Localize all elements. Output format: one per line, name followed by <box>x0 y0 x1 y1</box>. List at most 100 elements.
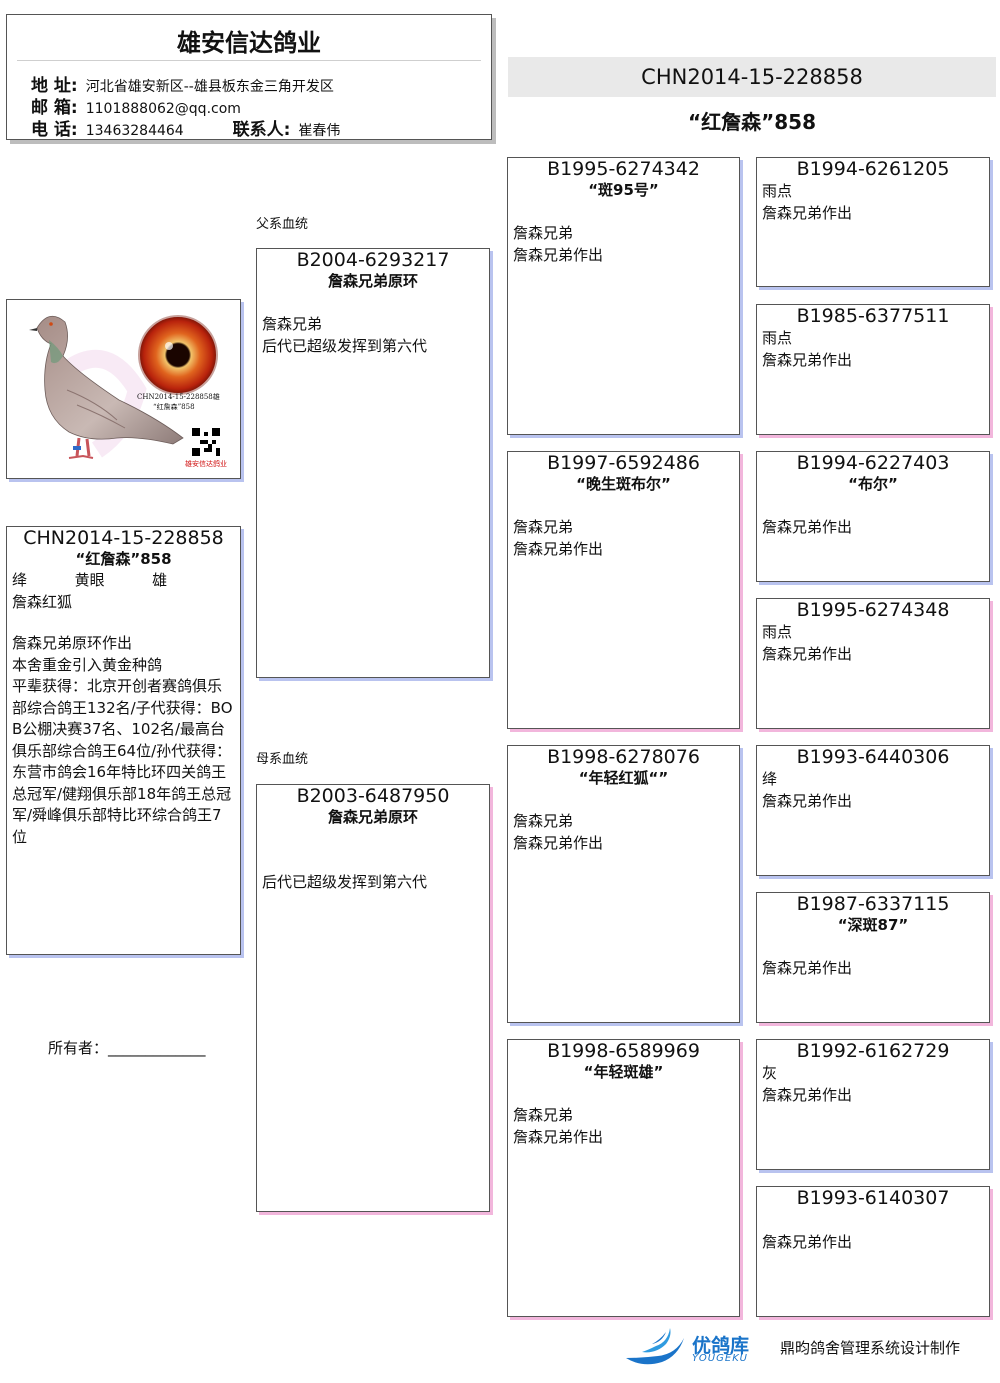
great-grandparent-line-2: 詹森兄弟作出 <box>762 351 853 369</box>
great-grandparent-line-1: 雨点 <box>762 329 793 347</box>
great-grandparent-ring: B1993-6440306 <box>796 746 950 768</box>
great-grandparent-ring: B1994-6261205 <box>796 158 950 180</box>
grandparent-name: “斑95号” <box>588 181 659 199</box>
email-label: 邮 箱: <box>31 98 78 118</box>
grandparent-name: “年轻红狐“” <box>578 769 669 787</box>
pigeon-photo: CHN2014-15-228858雄 “红詹森”858 雄安信达鸽业 <box>6 299 241 479</box>
grandparent-line-3: 詹森兄弟作出 <box>513 540 604 558</box>
great-grandparent-line-1 <box>757 935 989 957</box>
great-grandparent-card: B1992-6162729 灰 詹森兄弟作出 <box>756 1039 990 1170</box>
great-grandparent-card: B1985-6377511 雨点 詹森兄弟作出 <box>756 304 990 435</box>
grandparent-name: “年轻斑雄” <box>583 1063 664 1081</box>
footer-credit: 鼎昀鸽舍管理系统设计制作 <box>780 1339 961 1357</box>
great-grandparent-ring: B1992-6162729 <box>796 1040 950 1062</box>
grandparent-ring: B1995-6274342 <box>547 158 700 180</box>
photo-caption-name: “红詹森”858 <box>153 403 195 411</box>
dam-line-label: 母系血统 <box>256 752 309 767</box>
grandparent-card: B1998-6278076 “年轻红狐“” 詹森兄弟 詹森兄弟作出 <box>507 745 740 1023</box>
grandparent-ring: B1998-6589969 <box>547 1040 700 1062</box>
breeder-title: 雄安信达鸽业 <box>177 29 321 57</box>
phone-value: 13463284464 <box>85 123 184 139</box>
grandparent-card: B1995-6274342 “斑95号” 詹森兄弟 詹森兄弟作出 <box>507 157 740 435</box>
owner-label: 所有者： <box>48 1039 109 1057</box>
great-grandparent-line-2: 詹森兄弟作出 <box>762 518 853 536</box>
subject-name-banner: “红詹森”858 <box>687 110 817 134</box>
great-grandparent-line-2: 詹森兄弟作出 <box>762 204 853 222</box>
sire-line-3: 后代已超级发挥到第六代 <box>262 337 428 355</box>
grandparent-line-1 <box>508 200 739 222</box>
address-value: 河北省雄安新区--雄县板东金三角开发区 <box>85 79 334 95</box>
grandparent-line-3: 詹森兄弟作出 <box>513 246 604 264</box>
owner-blank: _____________ <box>108 1039 206 1057</box>
great-grandparent-card: B1987-6337115 “深斑87” 詹森兄弟作出 <box>756 892 990 1023</box>
email-row: 邮 箱: 1101888062@qq.com <box>31 93 241 118</box>
dam-line-2 <box>257 849 489 871</box>
footer-brand-en: YOUGEKU <box>692 1353 748 1364</box>
subject-sex: 雄 <box>152 571 168 589</box>
dam-ring: B2003-6487950 <box>296 785 450 807</box>
grandparent-line-2: 詹森兄弟 <box>513 224 574 242</box>
great-grandparent-line-1 <box>757 494 989 516</box>
sire-line-1 <box>257 291 489 313</box>
grandparent-line-2: 詹森兄弟 <box>513 518 574 536</box>
great-grandparent-ring: B1994-6227403 <box>796 452 950 474</box>
email-value: 1101888062@qq.com <box>85 101 241 117</box>
subject-description: 詹森兄弟原环作出 本舍重金引入黄金种鸽 平辈获得：北京开创者赛鸽俱乐部综合鸽王1… <box>12 634 233 846</box>
footer-brand-cn: 优鸽库 <box>692 1335 750 1357</box>
address-label: 地 址: <box>31 76 78 96</box>
great-grandparent-line-1: 灰 <box>762 1064 778 1082</box>
subject-ring: CHN2014-15-228858 <box>23 527 224 549</box>
contact-value: 崔春伟 <box>298 123 341 139</box>
great-grandparent-card: B1995-6274348 雨点 詹森兄弟作出 <box>756 598 990 729</box>
subject-card: CHN2014-15-228858 “红詹森”858 绛 黄眼 雄 詹森红狐 詹… <box>6 526 241 955</box>
grandparent-line-2: 詹森兄弟 <box>513 812 574 830</box>
grandparent-name: “晚生斑布尔” <box>576 475 671 493</box>
great-grandparent-line-1 <box>757 1209 989 1231</box>
great-grandparent-line-2: 詹森兄弟作出 <box>762 645 853 663</box>
grandparent-ring: B1997-6592486 <box>547 452 700 474</box>
phone-label: 电 话: <box>31 120 78 140</box>
subject-ring-banner: CHN2014-15-228858 <box>508 57 996 97</box>
phone-row: 电 话: 13463284464 联系人: 崔春伟 <box>31 115 340 140</box>
grandparent-card: B1997-6592486 “晚生斑布尔” 詹森兄弟 詹森兄弟作出 <box>507 451 740 729</box>
owner-field: 所有者：_____________ <box>48 1037 206 1058</box>
great-grandparent-ring: B1985-6377511 <box>796 305 950 327</box>
sire-line-label: 父系血统 <box>256 217 309 232</box>
pigeon-illustration <box>7 300 240 478</box>
breeder-header: 雄安信达鸽业 地 址: 河北省雄安新区--雄县板东金三角开发区 邮 箱: 11018… <box>6 14 492 140</box>
grandparent-line-1 <box>508 1082 739 1104</box>
grandparent-line-1 <box>508 494 739 516</box>
grandparent-line-3: 詹森兄弟作出 <box>513 834 604 852</box>
header-divider <box>17 60 481 61</box>
great-grandparent-line-2: 詹森兄弟作出 <box>762 1086 853 1104</box>
address-row: 地 址: 河北省雄安新区--雄县板东金三角开发区 <box>31 71 334 96</box>
sire-card: B2004-6293217 詹森兄弟原环 詹森兄弟 后代已超级发挥到第六代 <box>256 248 490 678</box>
grandparent-line-1 <box>508 788 739 810</box>
contact-label: 联系人: <box>232 120 291 140</box>
grandparent-ring: B1998-6278076 <box>547 746 700 768</box>
subject-eye: 黄眼 <box>74 571 105 589</box>
dam-card: B2003-6487950 詹森兄弟原环 后代已超级发挥到第六代 <box>256 784 490 1212</box>
subject-attributes: 绛 黄眼 雄 <box>7 569 240 591</box>
sire-ring: B2004-6293217 <box>296 249 450 271</box>
great-grandparent-line-2: 詹森兄弟作出 <box>762 1233 853 1251</box>
sire-name: 詹森兄弟原环 <box>327 272 418 290</box>
qr-code-icon <box>192 428 220 456</box>
subject-color: 绛 <box>12 571 28 589</box>
photo-caption-ring: CHN2014-15-228858雄 <box>137 393 220 401</box>
yougeku-logo-icon <box>626 1328 684 1365</box>
grandparent-card: B1998-6589969 “年轻斑雄” 詹森兄弟 詹森兄弟作出 <box>507 1039 740 1317</box>
great-grandparent-line-2: 詹森兄弟作出 <box>762 959 853 977</box>
subject-name: “红詹森”858 <box>75 550 172 568</box>
subject-strain: 詹森红狐 <box>12 593 73 611</box>
great-grandparent-ring: B1993-6140307 <box>796 1187 950 1209</box>
great-grandparent-line-1: 雨点 <box>762 623 793 641</box>
dam-line-4: 后代已超级发挥到第六代 <box>262 873 428 891</box>
great-grandparent-name: “深斑87” <box>837 916 909 934</box>
great-grandparent-card: B1993-6440306 绛 詹森兄弟作出 <box>756 745 990 876</box>
great-grandparent-card: B1994-6227403 “布尔” 詹森兄弟作出 <box>756 451 990 582</box>
great-grandparent-line-1: 绛 <box>762 770 778 788</box>
great-grandparent-line-1: 雨点 <box>762 182 793 200</box>
dam-line-1 <box>257 827 489 849</box>
great-grandparent-name: “布尔” <box>848 475 898 493</box>
